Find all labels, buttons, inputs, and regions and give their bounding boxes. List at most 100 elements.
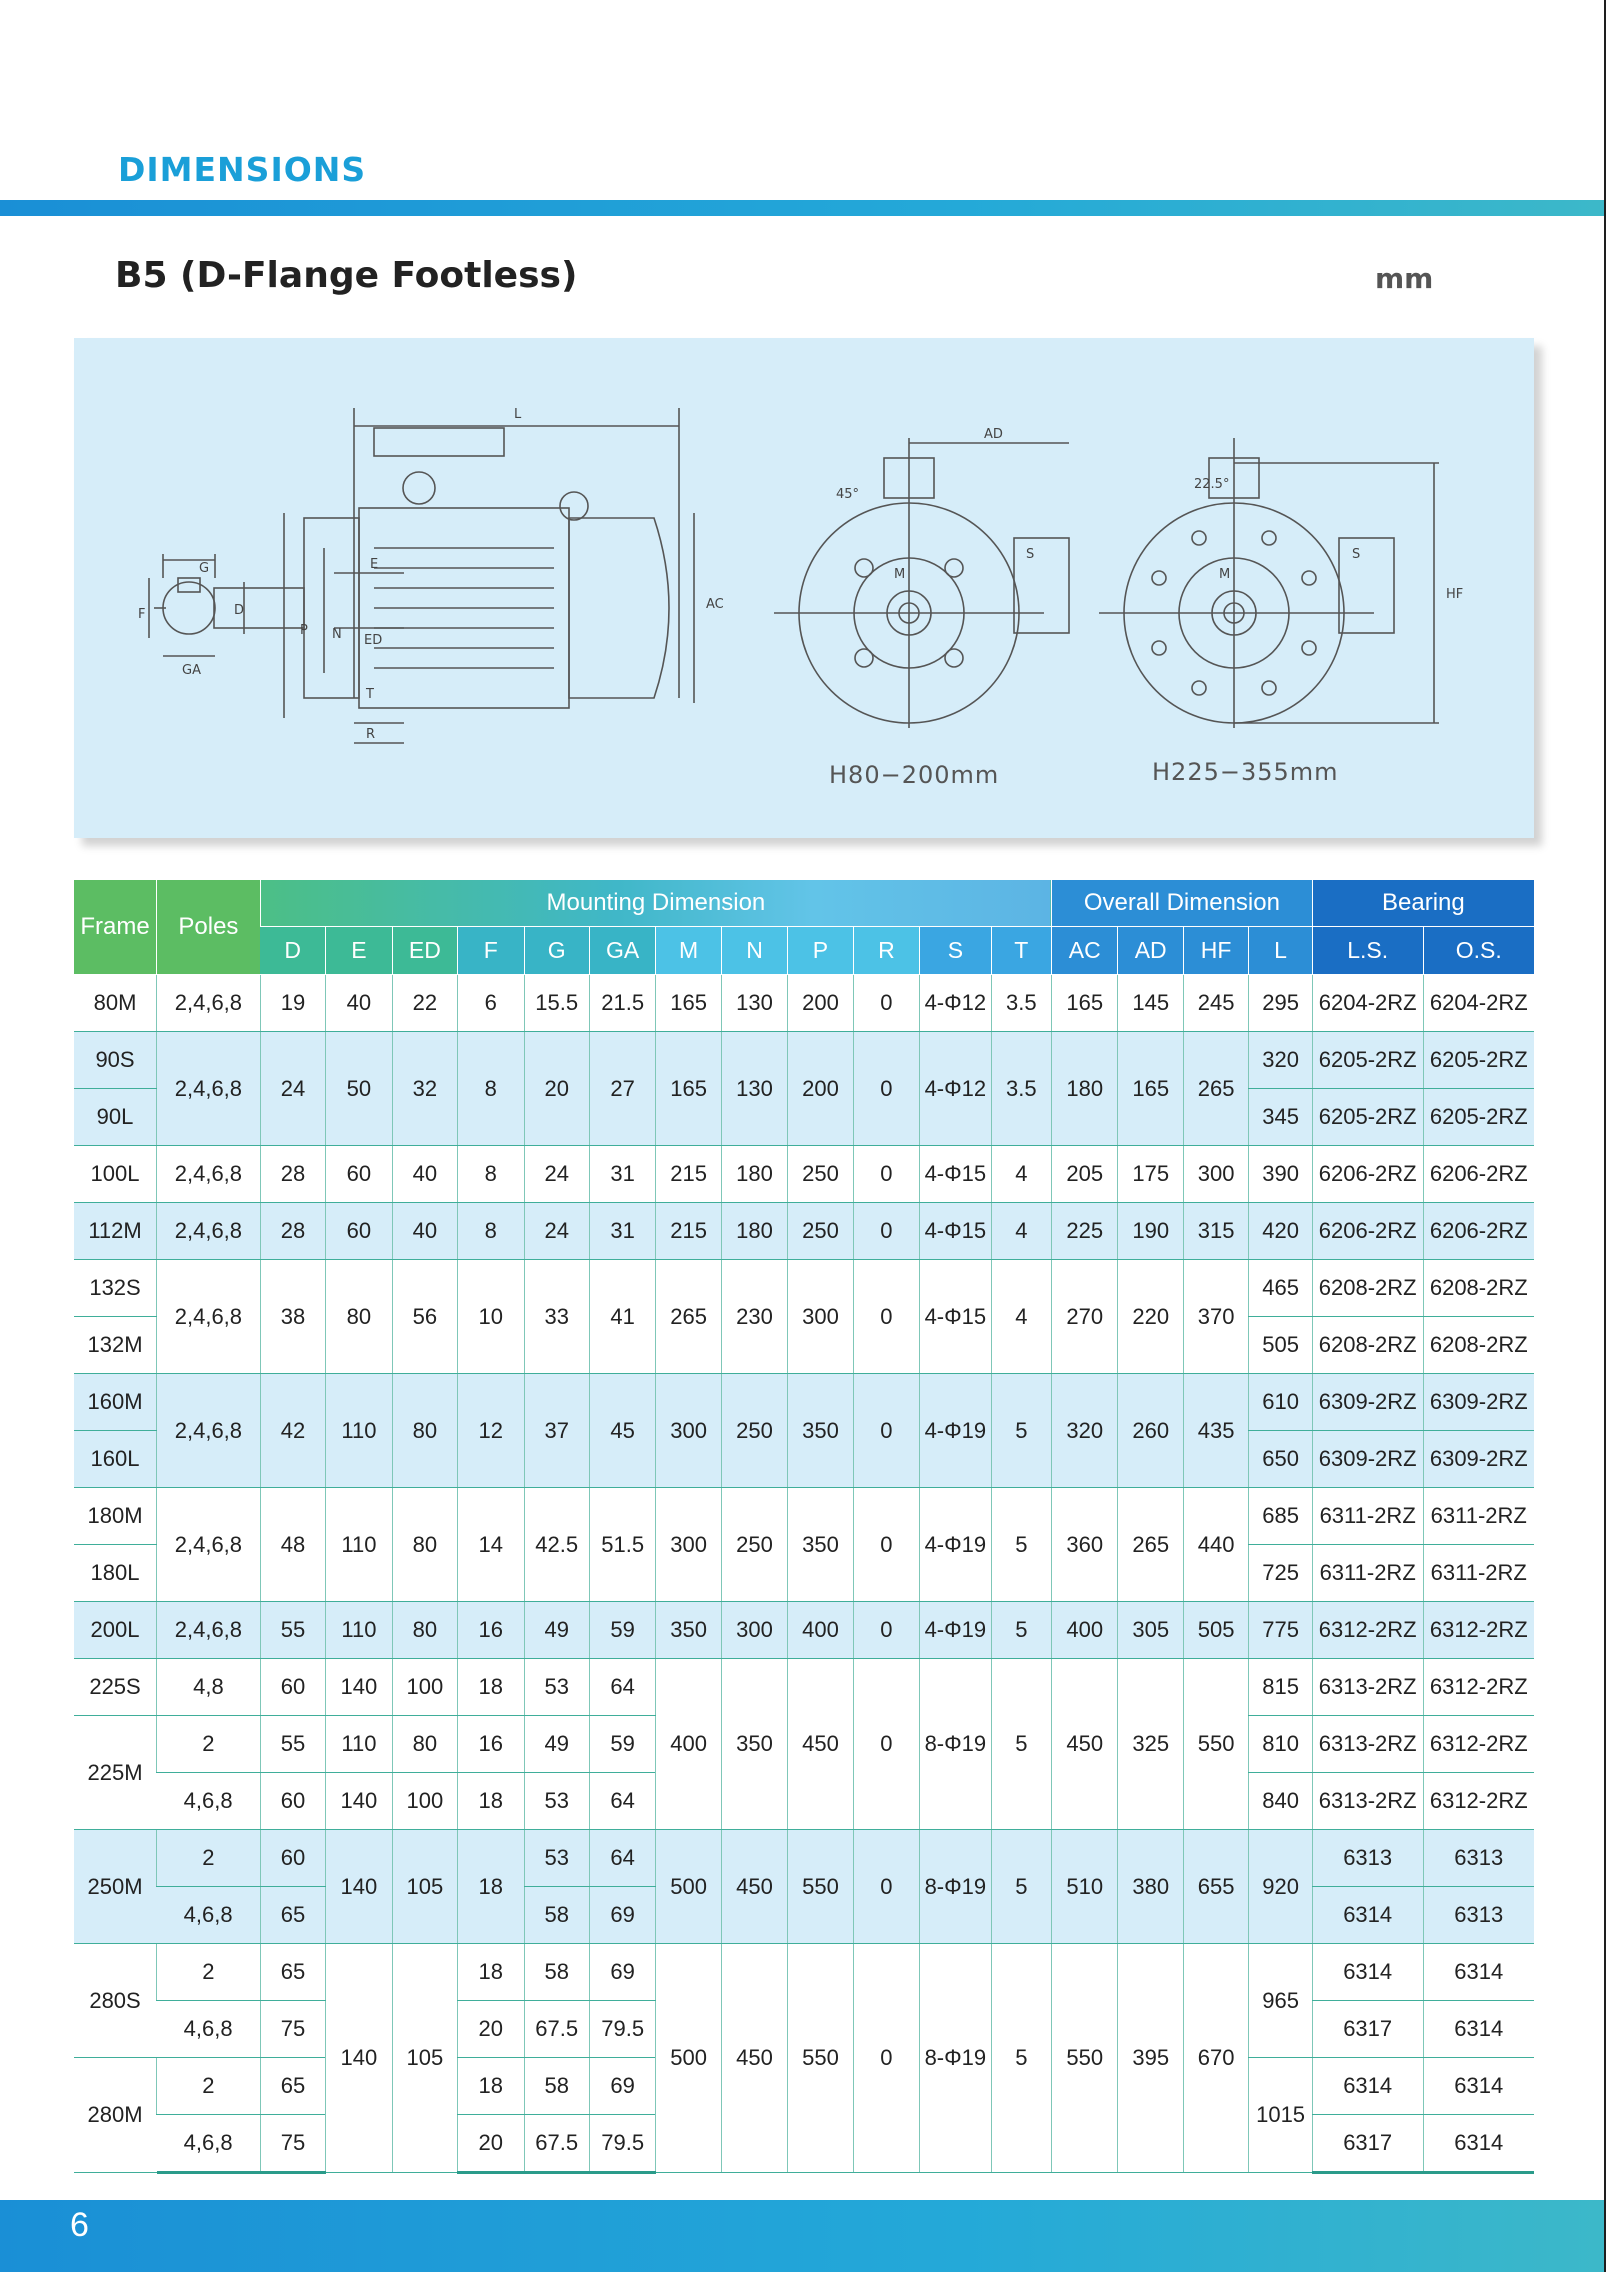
cell-n: 180: [720, 1145, 788, 1203]
title-bar: [0, 200, 1604, 216]
cell-t: 5: [990, 1943, 1052, 2173]
cell-ad: 145: [1117, 974, 1184, 1032]
cell-g: 42.5: [523, 1487, 590, 1602]
table-row: 132S 2,4,6,8 38 80 56 10 33 41 265 230 3…: [74, 1259, 1534, 1374]
cell-ed: 40: [391, 1145, 458, 1203]
cell-d: 48: [259, 1487, 326, 1602]
cell-r: 0: [852, 974, 920, 1032]
cell-ad: 395: [1117, 1943, 1184, 2173]
side-view-drawing: L P N E ED T R AC: [213, 407, 724, 744]
cell-ga: 21.5: [588, 974, 656, 1032]
col-header-g: G: [523, 926, 590, 975]
label-d: D: [234, 603, 244, 618]
cell-p: 200: [787, 974, 854, 1032]
cell-os: 6312-2RZ: [1422, 1658, 1534, 1716]
cell-t: 4: [990, 1259, 1052, 1374]
cell-ls: 6313-2RZ: [1311, 1658, 1424, 1716]
cell-g: 24: [523, 1145, 590, 1203]
label-l: L: [514, 407, 522, 422]
cell-m: 350: [655, 1601, 722, 1659]
cell-ac: 360: [1051, 1487, 1118, 1602]
dimension-table: Frame Poles Mounting Dimension Overall D…: [74, 880, 1534, 2174]
cell-ga: 79.5: [588, 2000, 656, 2058]
cell-d: 65: [259, 1943, 326, 2001]
cell-os: 6312-2RZ: [1422, 1772, 1534, 1830]
cell-poles: 2,4,6,8: [156, 1373, 261, 1488]
label-e: E: [370, 557, 378, 572]
cell-ed: 80: [391, 1601, 458, 1659]
cell-g: 37: [523, 1373, 590, 1488]
cell-frame: 225M: [74, 1715, 157, 1830]
cell-f: 16: [457, 1601, 524, 1659]
cell-frame: 100L: [74, 1145, 157, 1203]
cell-m: 215: [655, 1202, 722, 1260]
cell-t: 5: [990, 1658, 1052, 1830]
cell-ls: 6204-2RZ: [1311, 974, 1424, 1032]
cell-os: 6313: [1422, 1829, 1534, 1887]
cell-os: 6206-2RZ: [1422, 1202, 1534, 1260]
cell-e: 60: [325, 1202, 393, 1260]
cell-ls: 6317: [1311, 2114, 1424, 2174]
cell-f: 20: [457, 2000, 524, 2058]
cell-n: 300: [720, 1601, 788, 1659]
cell-ed: 105: [391, 1829, 458, 1944]
cell-ga: 41: [588, 1259, 656, 1374]
cell-r: 0: [852, 1259, 920, 1374]
cell-s: 4-Φ15: [919, 1145, 992, 1203]
cell-n: 450: [720, 1829, 788, 1944]
cell-poles: 2,4,6,8: [156, 1031, 261, 1146]
cell-g: 33: [523, 1259, 590, 1374]
cell-os: 6205-2RZ: [1422, 1088, 1534, 1146]
cell-d: 38: [259, 1259, 326, 1374]
cell-s: 4-Φ19: [919, 1373, 992, 1488]
header-frame: Frame: [74, 880, 157, 975]
cell-ad: 220: [1117, 1259, 1184, 1374]
motor-drawings: G F D GA: [138, 407, 1463, 789]
cell-p: 250: [787, 1145, 854, 1203]
cell-ad: 380: [1117, 1829, 1184, 1944]
cell-frame: 160L: [74, 1430, 157, 1488]
cell-os: 6314: [1422, 2000, 1534, 2058]
cell-ac: 450: [1051, 1658, 1118, 1830]
cell-ed: 80: [391, 1715, 458, 1773]
cell-n: 250: [720, 1487, 788, 1602]
cell-os: 6311-2RZ: [1422, 1487, 1534, 1545]
cell-l: 465: [1248, 1259, 1313, 1317]
cell-frame: 90S: [74, 1031, 157, 1089]
cell-g: 67.5: [523, 2000, 590, 2058]
cell-hf: 655: [1182, 1829, 1249, 1944]
cell-s: 4-Φ12: [919, 974, 992, 1032]
cell-s: 4-Φ12: [919, 1031, 992, 1146]
cell-s: 8-Φ19: [919, 1943, 992, 2173]
cell-ls: 6205-2RZ: [1311, 1031, 1424, 1089]
cell-os: 6208-2RZ: [1422, 1316, 1534, 1374]
cell-frame: 132M: [74, 1316, 157, 1374]
cell-ac: 205: [1051, 1145, 1118, 1203]
cell-r: 0: [852, 1031, 920, 1146]
table-row: 225S 4,8 60 140 100 18 53 64 400 350 450…: [74, 1658, 1534, 1830]
cell-p: 550: [787, 1943, 854, 2173]
cell-frame: 250M: [74, 1829, 157, 1944]
cell-d: 75: [259, 2114, 326, 2174]
cell-frame: 90L: [74, 1088, 157, 1146]
label-r: R: [366, 727, 375, 742]
cell-t: 5: [990, 1829, 1052, 1944]
cell-g: 53: [523, 1829, 590, 1887]
cell-ls: 6313: [1311, 1829, 1424, 1887]
cell-frame: 132S: [74, 1259, 157, 1317]
table-row: 280M 2 65 18 58 69 1015 6314 6314: [74, 2057, 1534, 2173]
cell-ac: 550: [1051, 1943, 1118, 2173]
cell-frame: 280M: [74, 2057, 157, 2173]
cell-ls: 6206-2RZ: [1311, 1202, 1424, 1260]
front-view-small-drawing: AD 45° M S H80−200mm: [774, 427, 1070, 789]
cell-d: 28: [259, 1202, 326, 1260]
table-row: 4,6,8 60 140 100 18 53 64 840 6313-2RZ 6…: [74, 1772, 1534, 1830]
cell-os: 6314: [1422, 2057, 1534, 2115]
label-ac: AC: [706, 597, 724, 612]
table-row: 90L 345 6205-2RZ 6205-2RZ: [74, 1088, 1534, 1146]
cell-hf: 265: [1182, 1031, 1249, 1146]
table-row: 200L 2,4,6,8 55 110 80 16 49 59 350 300 …: [74, 1601, 1534, 1659]
header-bearing: Bearing: [1311, 880, 1534, 928]
cell-ga: 69: [588, 1943, 656, 2001]
cell-ed: 40: [391, 1202, 458, 1260]
